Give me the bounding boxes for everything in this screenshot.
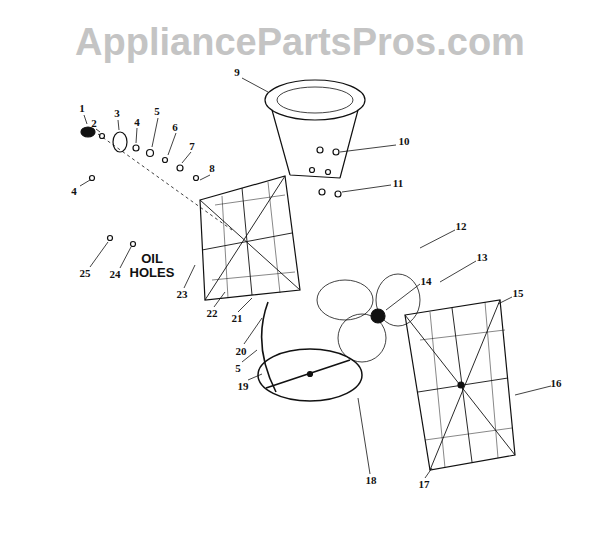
drawing-line bbox=[405, 300, 515, 470]
callout-number: 14 bbox=[421, 276, 432, 287]
callout-number: 7 bbox=[189, 141, 195, 152]
callout-number: 21 bbox=[232, 313, 243, 324]
callout-number: 5 bbox=[235, 363, 241, 374]
drawing-line bbox=[80, 78, 551, 478]
callout-number: 24 bbox=[110, 269, 121, 280]
drawing-line bbox=[405, 300, 515, 470]
drawing-line bbox=[200, 176, 300, 300]
callout-number: 1 bbox=[79, 103, 85, 114]
drawing-line bbox=[177, 165, 183, 171]
drawing-line bbox=[98, 134, 232, 230]
callout-number: 11 bbox=[393, 178, 403, 189]
callout-number: 18 bbox=[366, 475, 377, 486]
watermark: AppliancePartsPros.com bbox=[75, 23, 525, 61]
drawing-line bbox=[81, 127, 95, 137]
drawing-line bbox=[262, 302, 276, 392]
callout-number: 9 bbox=[234, 67, 240, 78]
drawing-line bbox=[147, 150, 154, 157]
drawing-line bbox=[131, 242, 136, 247]
callout-number: 25 bbox=[80, 268, 91, 279]
drawing-line bbox=[212, 182, 295, 298]
drawing-line bbox=[258, 349, 362, 401]
note-text: OIL HOLES bbox=[126, 252, 178, 281]
drawing-line bbox=[277, 87, 353, 113]
drawing-line bbox=[308, 372, 313, 377]
drawing-line bbox=[163, 158, 168, 163]
drawing-line bbox=[194, 176, 199, 181]
callout-number: 23 bbox=[177, 289, 188, 300]
callout-number: 5 bbox=[154, 106, 160, 117]
callout-number: 22 bbox=[207, 308, 218, 319]
drawing-line bbox=[333, 149, 339, 155]
callout-number: 2 bbox=[91, 118, 97, 129]
callout-number: 4 bbox=[134, 117, 140, 128]
drawing-line bbox=[458, 382, 464, 388]
drawing-line bbox=[310, 168, 315, 173]
callout-number: 6 bbox=[172, 122, 178, 133]
drawing-line bbox=[266, 360, 350, 388]
drawing-line bbox=[80, 78, 551, 478]
callout-number: 8 bbox=[209, 163, 215, 174]
drawing-line bbox=[113, 132, 127, 152]
drawing-line bbox=[265, 80, 365, 120]
callout-number: 12 bbox=[456, 221, 467, 232]
drawing-line bbox=[317, 147, 323, 153]
drawing-line bbox=[100, 134, 105, 139]
callout-number: 3 bbox=[114, 108, 120, 119]
drawing-line bbox=[319, 189, 325, 195]
callout-number: 17 bbox=[419, 479, 430, 490]
callout-number: 20 bbox=[236, 346, 247, 357]
callout-number: 15 bbox=[513, 288, 524, 299]
drawing-line bbox=[272, 110, 358, 178]
callout-number: 13 bbox=[477, 252, 488, 263]
drawing-line bbox=[371, 309, 385, 323]
drawing-line bbox=[90, 176, 95, 181]
drawing-line bbox=[420, 302, 512, 468]
drawing-line bbox=[326, 170, 331, 175]
drawing-line bbox=[200, 176, 300, 300]
drawing-line bbox=[335, 191, 341, 197]
callout-number: 4 bbox=[71, 186, 77, 197]
callout-number: 16 bbox=[551, 378, 562, 389]
callout-number: 19 bbox=[238, 381, 249, 392]
drawing-line bbox=[133, 145, 139, 151]
callout-number: 10 bbox=[399, 136, 410, 147]
drawing-line bbox=[108, 236, 113, 241]
